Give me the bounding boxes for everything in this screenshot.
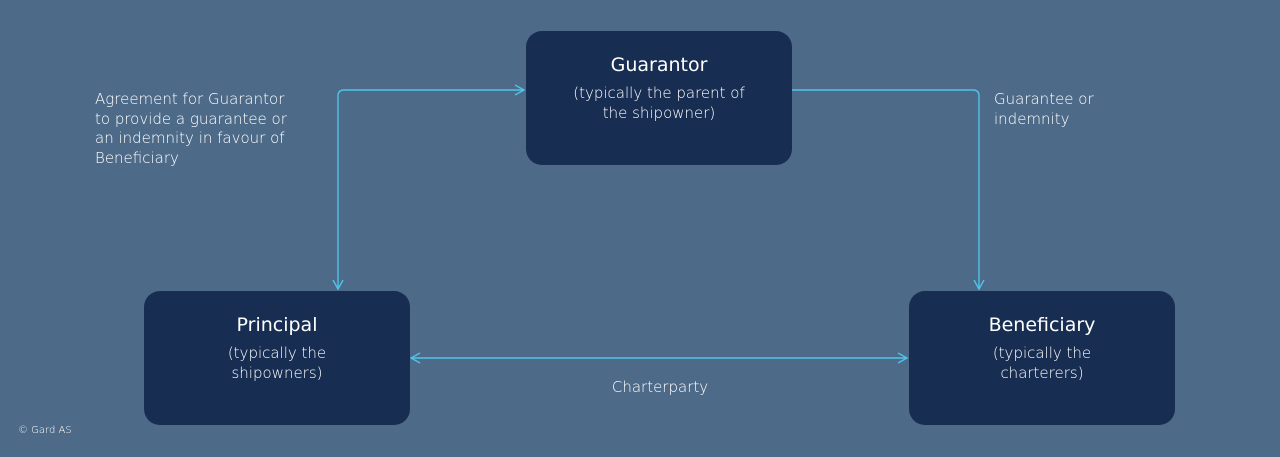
principal-title: Principal: [236, 314, 318, 336]
agreement-connector: [332, 84, 526, 291]
guarantor-node: Guarantor (typically the parent of the s…: [526, 31, 792, 165]
agreement-label: Agreement for Guarantor to provide a gua…: [95, 90, 287, 167]
principal-node: Principal (typically the shipowners): [144, 291, 410, 425]
beneficiary-subtitle: (typically the charterers): [992, 344, 1092, 382]
copyright-text: © Gard AS: [18, 425, 72, 436]
guarantor-subtitle: (typically the parent of the shipowner): [573, 84, 745, 122]
charterparty-label: Charterparty: [611, 378, 709, 396]
principal-subtitle: (typically the shipowners): [227, 344, 327, 382]
beneficiary-title: Beneficiary: [988, 314, 1096, 336]
guarantee-connector: [792, 89, 985, 291]
beneficiary-node: Beneficiary (typically the charterers): [909, 291, 1175, 425]
guarantor-title: Guarantor: [610, 54, 708, 76]
guarantee-label: Guarantee or indemnity: [994, 90, 1094, 128]
